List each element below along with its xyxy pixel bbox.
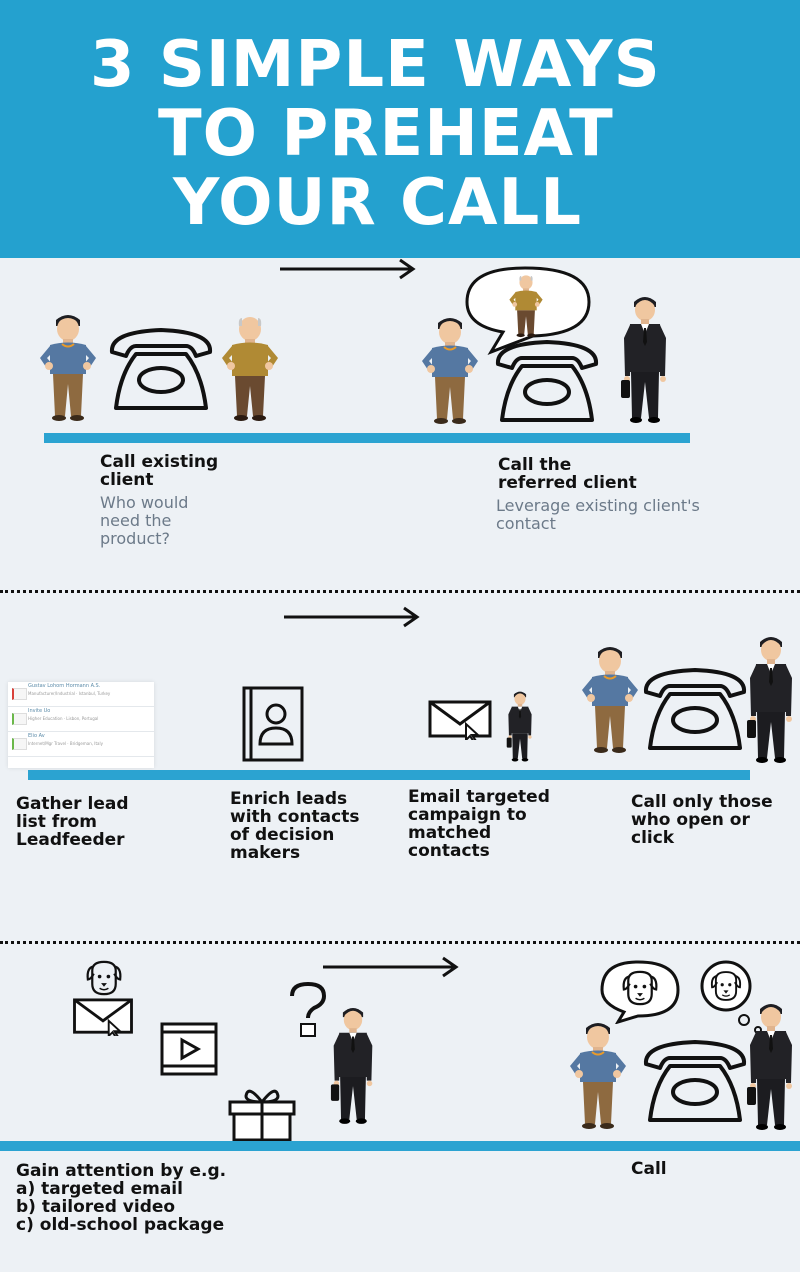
contact-figure: [746, 634, 796, 764]
lead-meta: Internet/Mgr Travel · Bridgeman, Italy: [28, 741, 103, 746]
thought-bubble-dog-icon: [700, 960, 762, 1034]
arrow-right-icon: [280, 258, 416, 280]
phone-icon: [106, 324, 216, 414]
timeline-bar: [28, 770, 750, 780]
company-logo: [12, 738, 27, 750]
lead-row: Gustav Lohorn Hormann A.S. Manufacturer/…: [8, 682, 154, 707]
title-banner: 3 SIMPLE WAYS TO PREHEAT YOUR CALL: [0, 0, 800, 258]
lead-row: Elio Av Internet/Mgr Travel · Bridgeman,…: [8, 732, 154, 757]
step-label-call-existing: Call existing client: [100, 452, 219, 490]
dog-icon: [74, 956, 134, 1000]
step-label-call-only: Call only those who open or click: [631, 792, 773, 848]
step-label-enrich: Enrich leads with contacts of decision m…: [230, 789, 360, 863]
step-sub-call-existing: Who would need the product?: [100, 493, 189, 548]
lead-name: Elio Av: [28, 733, 45, 739]
caller-figure: [566, 1020, 630, 1130]
email-click-icon: [428, 700, 492, 740]
step-label-call-referred: Call the referred client: [498, 455, 637, 493]
caller-figure: [418, 315, 482, 425]
leadfeeder-list: Gustav Lohorn Hormann A.S. Manufacturer/…: [8, 682, 154, 768]
phone-icon: [640, 664, 750, 754]
section-divider: [0, 590, 800, 593]
thought-bubble-dog-icon: [600, 960, 680, 1024]
arrow-right-icon: [323, 956, 459, 978]
referred-client-figure: [620, 294, 670, 424]
title-line-2: TO PREHEAT: [158, 97, 614, 171]
lead-meta: Manufacturer/Industrial · Istanbul, Turk…: [28, 691, 111, 696]
prospect-figure: [746, 1000, 796, 1132]
step-sub-call-referred: Leverage existing client's contact: [496, 496, 700, 533]
step-label-email: Email targeted campaign to matched conta…: [408, 787, 550, 861]
title-line-1: 3 SIMPLE WAYS: [90, 28, 661, 102]
arrow-right-icon: [284, 606, 420, 628]
prospect-figure: [330, 1000, 376, 1130]
timeline-bar: [44, 433, 690, 443]
lead-row: Invite Uo Higher Education · Lisbon, Por…: [8, 707, 154, 732]
phone-icon: [492, 336, 602, 426]
email-click-icon: [72, 998, 134, 1036]
contact-book-icon: [242, 686, 304, 762]
company-logo: [12, 713, 27, 725]
step-label-gather: Gather lead list from Leadfeeder: [16, 794, 129, 850]
gift-package-icon: [228, 1089, 296, 1142]
phone-icon: [640, 1036, 750, 1126]
existing-caller-figure: [36, 312, 100, 422]
timeline-bar: [0, 1141, 800, 1151]
company-logo: [12, 688, 27, 700]
step-label-gain-attention: Gain attention by e.g. a) targeted email…: [16, 1161, 227, 1235]
lead-meta: Higher Education · Lisbon, Portugal: [28, 716, 99, 721]
question-mark-icon: [290, 982, 327, 1037]
video-icon: [160, 1022, 218, 1076]
contact-figure: [502, 690, 538, 762]
speech-bubble-icon: [465, 266, 591, 355]
existing-client-figure: [218, 312, 282, 422]
section-divider: [0, 941, 800, 944]
caller-figure: [578, 644, 642, 754]
step-label-call: Call: [631, 1159, 667, 1179]
lead-name: Invite Uo: [28, 708, 51, 714]
title-line-3: YOUR CALL: [173, 166, 583, 240]
lead-name: Gustav Lohorn Hormann A.S.: [28, 683, 101, 689]
